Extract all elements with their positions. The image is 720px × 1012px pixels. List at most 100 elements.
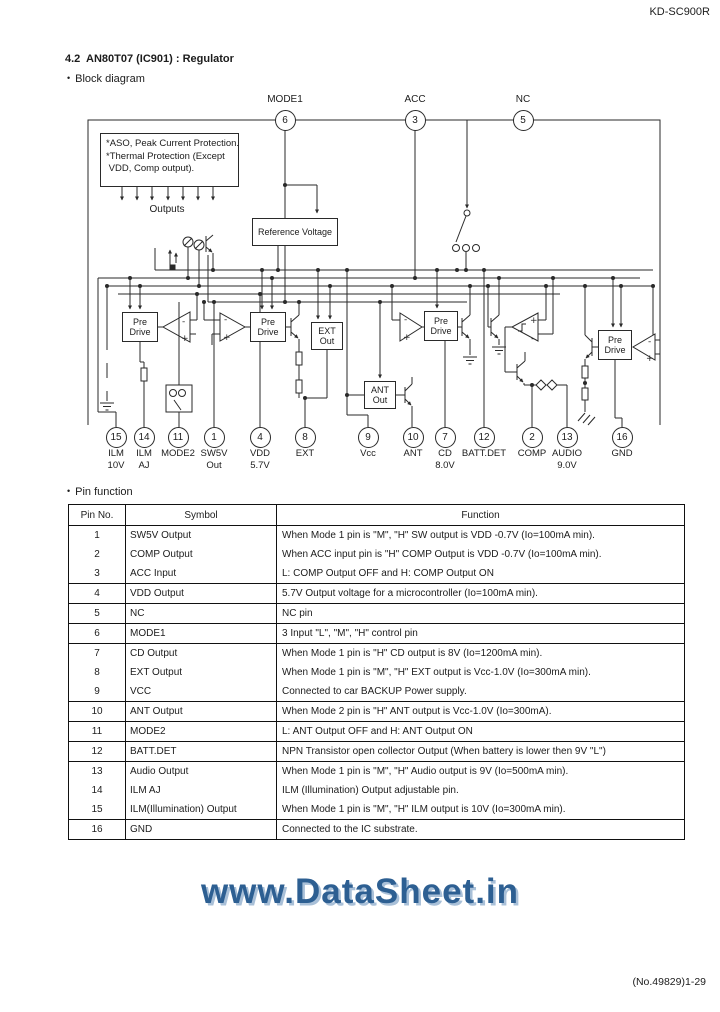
note-line: *Thermal Protection (Except <box>106 150 225 162</box>
block-diagram: -+ -+ -+ +- -+ *ASO, Peak Current Protec… <box>0 0 720 500</box>
pin-label-line: Vcc <box>360 448 376 459</box>
symbol-cell: ILM(Illumination) Output <box>125 800 277 820</box>
page-number: (No.49829)1-29 <box>632 976 706 988</box>
symbol-cell: NC <box>125 603 277 624</box>
diagram-wiring: -+ -+ -+ +- -+ <box>87 119 661 427</box>
pin-function-heading: •Pin function <box>67 486 133 498</box>
pin-no-cell: 16 <box>91 824 103 835</box>
bottom-pin-number: 2 <box>521 426 543 448</box>
function-cell: Connected to the IC substrate. <box>276 819 685 840</box>
header-symbol: Symbol <box>125 504 277 526</box>
bottom-pin-number: 7 <box>434 426 456 448</box>
symbol-cell: BATT.DET <box>125 741 277 762</box>
bottom-pin-label: EXT <box>277 448 333 460</box>
pin-no-cell: 11 <box>68 721 126 742</box>
svg-text:+: + <box>223 333 231 343</box>
pin-label-line: COMP <box>517 448 547 459</box>
bottom-pin-label: BATT.DET <box>456 448 512 460</box>
pin-no-cell: 15 <box>68 800 126 820</box>
function-cell: When Mode 1 pin is "M", "H" Audio output… <box>276 761 685 781</box>
pin-label-line: BATT.DET <box>461 448 507 459</box>
bottom-pin-number: 12 <box>473 426 495 448</box>
pre-drive-block: Pre Drive <box>250 312 286 342</box>
symbol-cell: GND <box>125 819 277 840</box>
svg-text:-: - <box>182 317 185 327</box>
protection-note: *ASO, Peak Current Protection.*Thermal P… <box>100 133 239 187</box>
pre-drive-block: Pre Drive <box>122 312 158 342</box>
pin-label-line: Out <box>206 459 222 471</box>
svg-text:-: - <box>531 334 534 344</box>
pin-label-line: 5.7V <box>250 459 270 471</box>
symbol-cell: Audio Output <box>125 761 277 781</box>
block-diagram-label: Block diagram <box>75 73 145 85</box>
section-title: 4.2 AN80T07 (IC901) : Regulator <box>65 53 234 65</box>
svg-text:+: + <box>530 316 538 326</box>
ext-out-block: EXT Out <box>311 322 343 350</box>
header-function: Function <box>276 504 685 526</box>
top-pin-number: 5 <box>512 109 534 131</box>
pin-no-cell: 5 <box>68 603 126 624</box>
bottom-pin-label: ANT <box>385 448 441 460</box>
pin-no-cell: 1 <box>94 530 100 541</box>
bottom-pin-number: 10 <box>402 426 424 448</box>
pin-label-line: VDD <box>249 448 271 459</box>
top-pin-number: 6 <box>274 109 296 131</box>
symbol-cell: EXT Output <box>125 663 277 682</box>
pin-label-line: AUDIO <box>551 448 583 459</box>
function-cell: When Mode 1 pin is "H" CD output is 8V (… <box>276 643 685 663</box>
svg-text:+: + <box>646 354 654 364</box>
note-line: VDD, Comp output). <box>106 163 195 174</box>
svg-text:+: + <box>403 333 411 343</box>
symbol-cell: ACC Input <box>125 564 277 584</box>
symbol-cell: VCC <box>125 682 277 702</box>
pin-no-cell: 9 <box>68 682 126 702</box>
pin-label-line: 8.0V <box>435 459 455 471</box>
symbol-cell: COMP Output <box>125 545 277 564</box>
pin-label-line: ILM <box>136 448 152 459</box>
table-header: Pin No. Symbol Function <box>68 504 685 526</box>
bottom-pin-number: 4 <box>249 426 271 448</box>
doc-code: KD-SC900R <box>649 6 710 18</box>
svg-text:-: - <box>648 337 651 347</box>
symbol-cell: CD Output <box>125 643 277 663</box>
bullet-icon: • <box>67 73 71 83</box>
svg-text:+: + <box>181 334 189 344</box>
svg-text:-: - <box>404 315 407 325</box>
symbol-cell: VDD Output <box>125 583 277 604</box>
pin-no-cell: 4 <box>68 583 126 604</box>
pin-label-line: 9.0V <box>557 459 577 471</box>
watermark: www.DataSheet.in <box>200 872 520 911</box>
note-line: *ASO, Peak Current Protection. <box>106 138 240 149</box>
bullet-icon: • <box>67 486 71 496</box>
pin-label-line: CD <box>438 448 452 459</box>
outputs-label: Outputs <box>149 204 185 215</box>
bottom-pin-number: 16 <box>611 426 633 448</box>
pin-no-cell: 12 <box>68 741 126 762</box>
function-cell: When Mode 1 pin is "M", "H" SW output is… <box>276 525 685 545</box>
pin-label-line: ILM <box>108 448 124 459</box>
bottom-pin-number: 8 <box>294 426 316 448</box>
pre-drive-block: Pre Drive <box>598 330 632 360</box>
block-diagram-heading: • Block diagram <box>67 73 145 85</box>
bottom-pin-number: 11 <box>167 426 189 448</box>
pin-label-line: AJ <box>138 459 150 471</box>
pin-no-cell: 8 <box>94 667 100 678</box>
symbol-cell: SW5V Output <box>125 525 277 545</box>
function-cell: ILM (Illumination) Output adjustable pin… <box>276 781 685 800</box>
function-cell: When Mode 1 pin is "M", "H" EXT output i… <box>276 663 685 682</box>
